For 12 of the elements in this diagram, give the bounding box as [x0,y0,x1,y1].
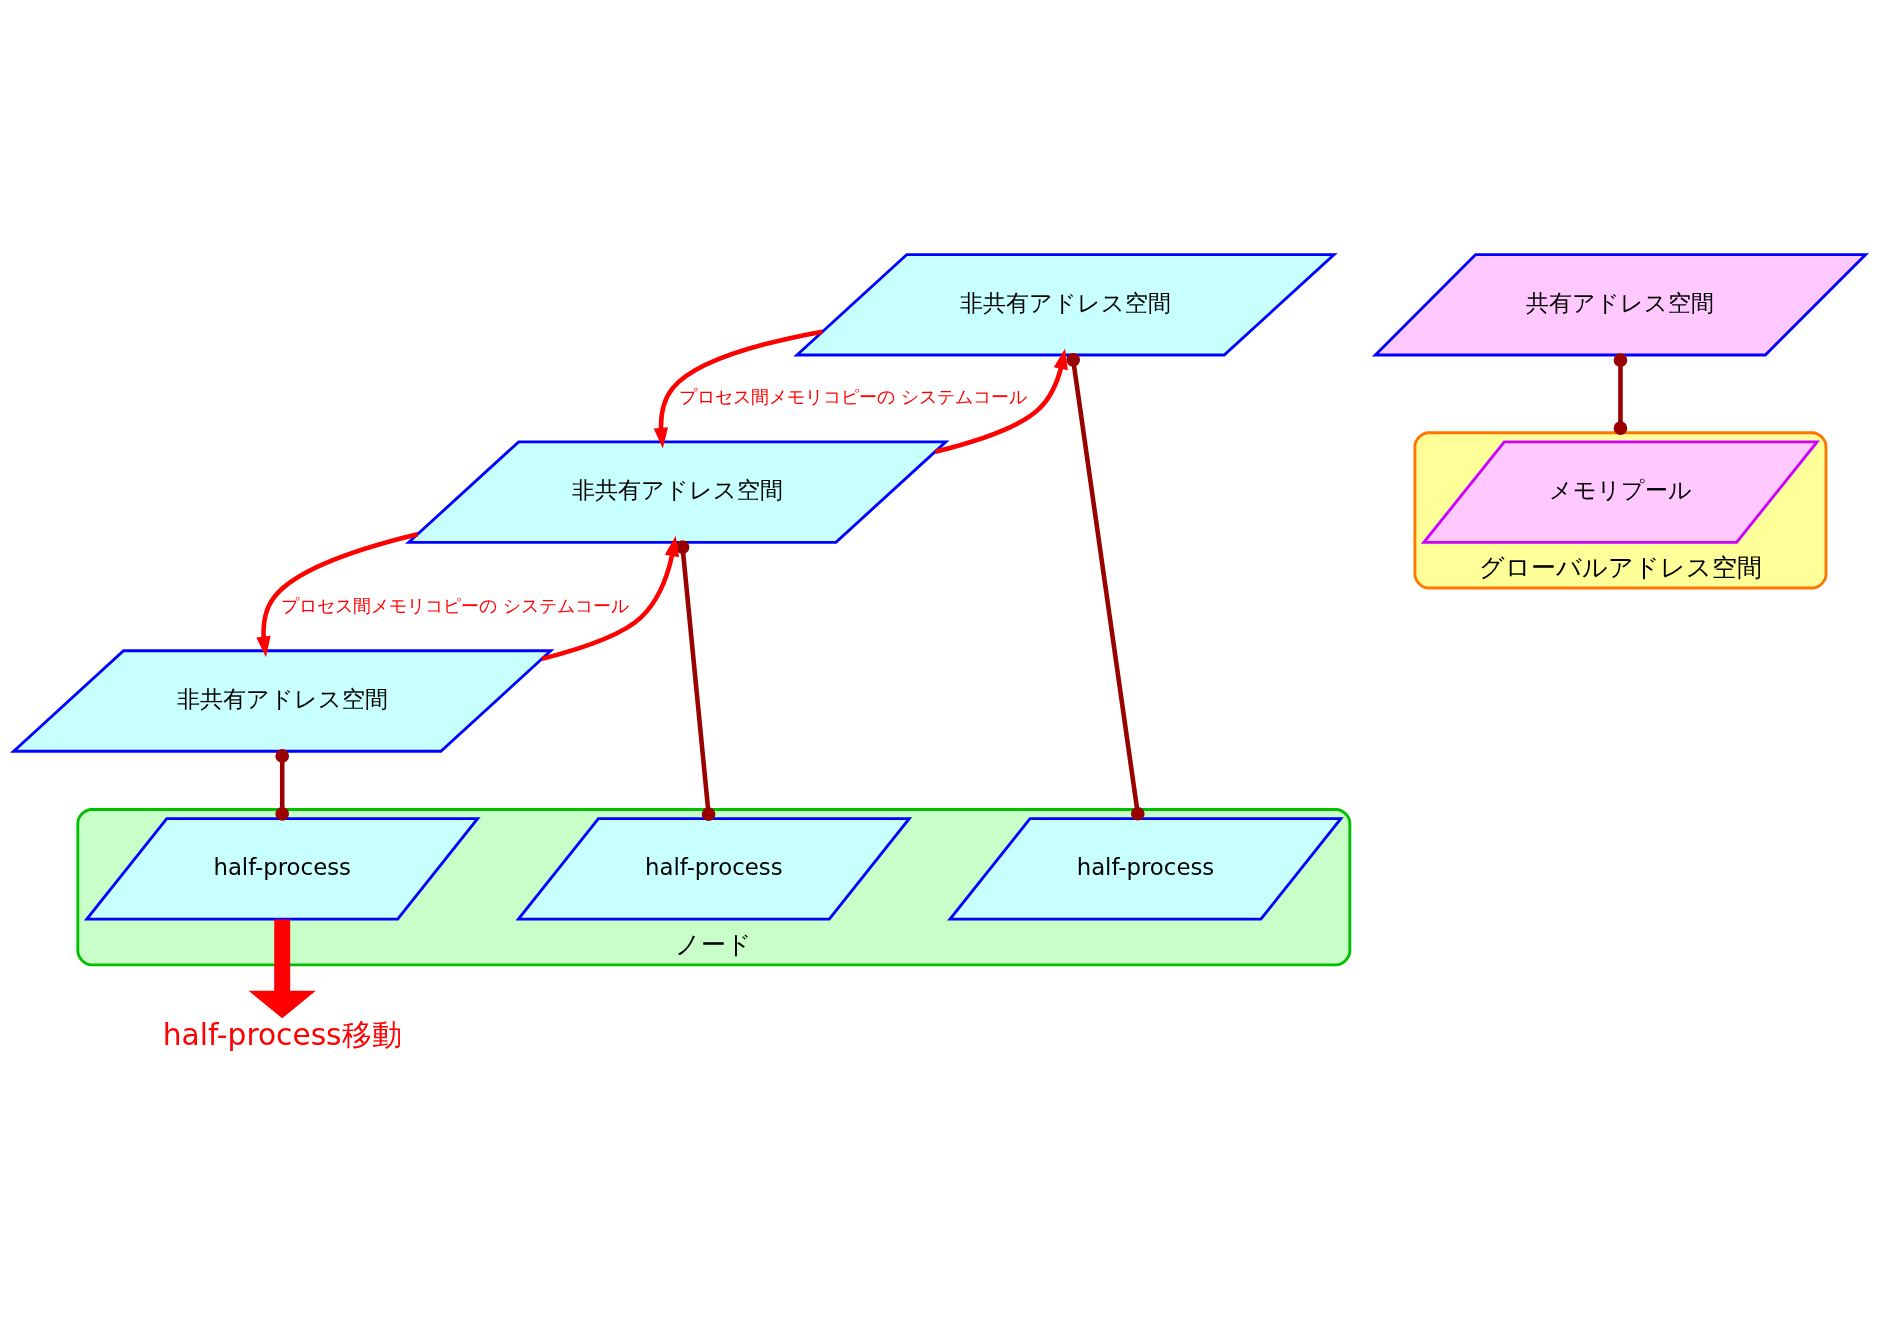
connector [1613,353,1628,435]
edge-label: プロセス間メモリコピーの システムコール [679,385,1028,407]
edge-label: プロセス間メモリコピーの システムコール [280,594,629,616]
connector [1066,353,1145,821]
arrow [248,919,316,1019]
connector [675,540,716,821]
connector [275,749,290,821]
node-text: half-process移動 [162,1016,402,1052]
arrow [541,535,680,662]
arrow [653,329,823,449]
arrow [934,348,1068,455]
arrow [256,532,419,658]
